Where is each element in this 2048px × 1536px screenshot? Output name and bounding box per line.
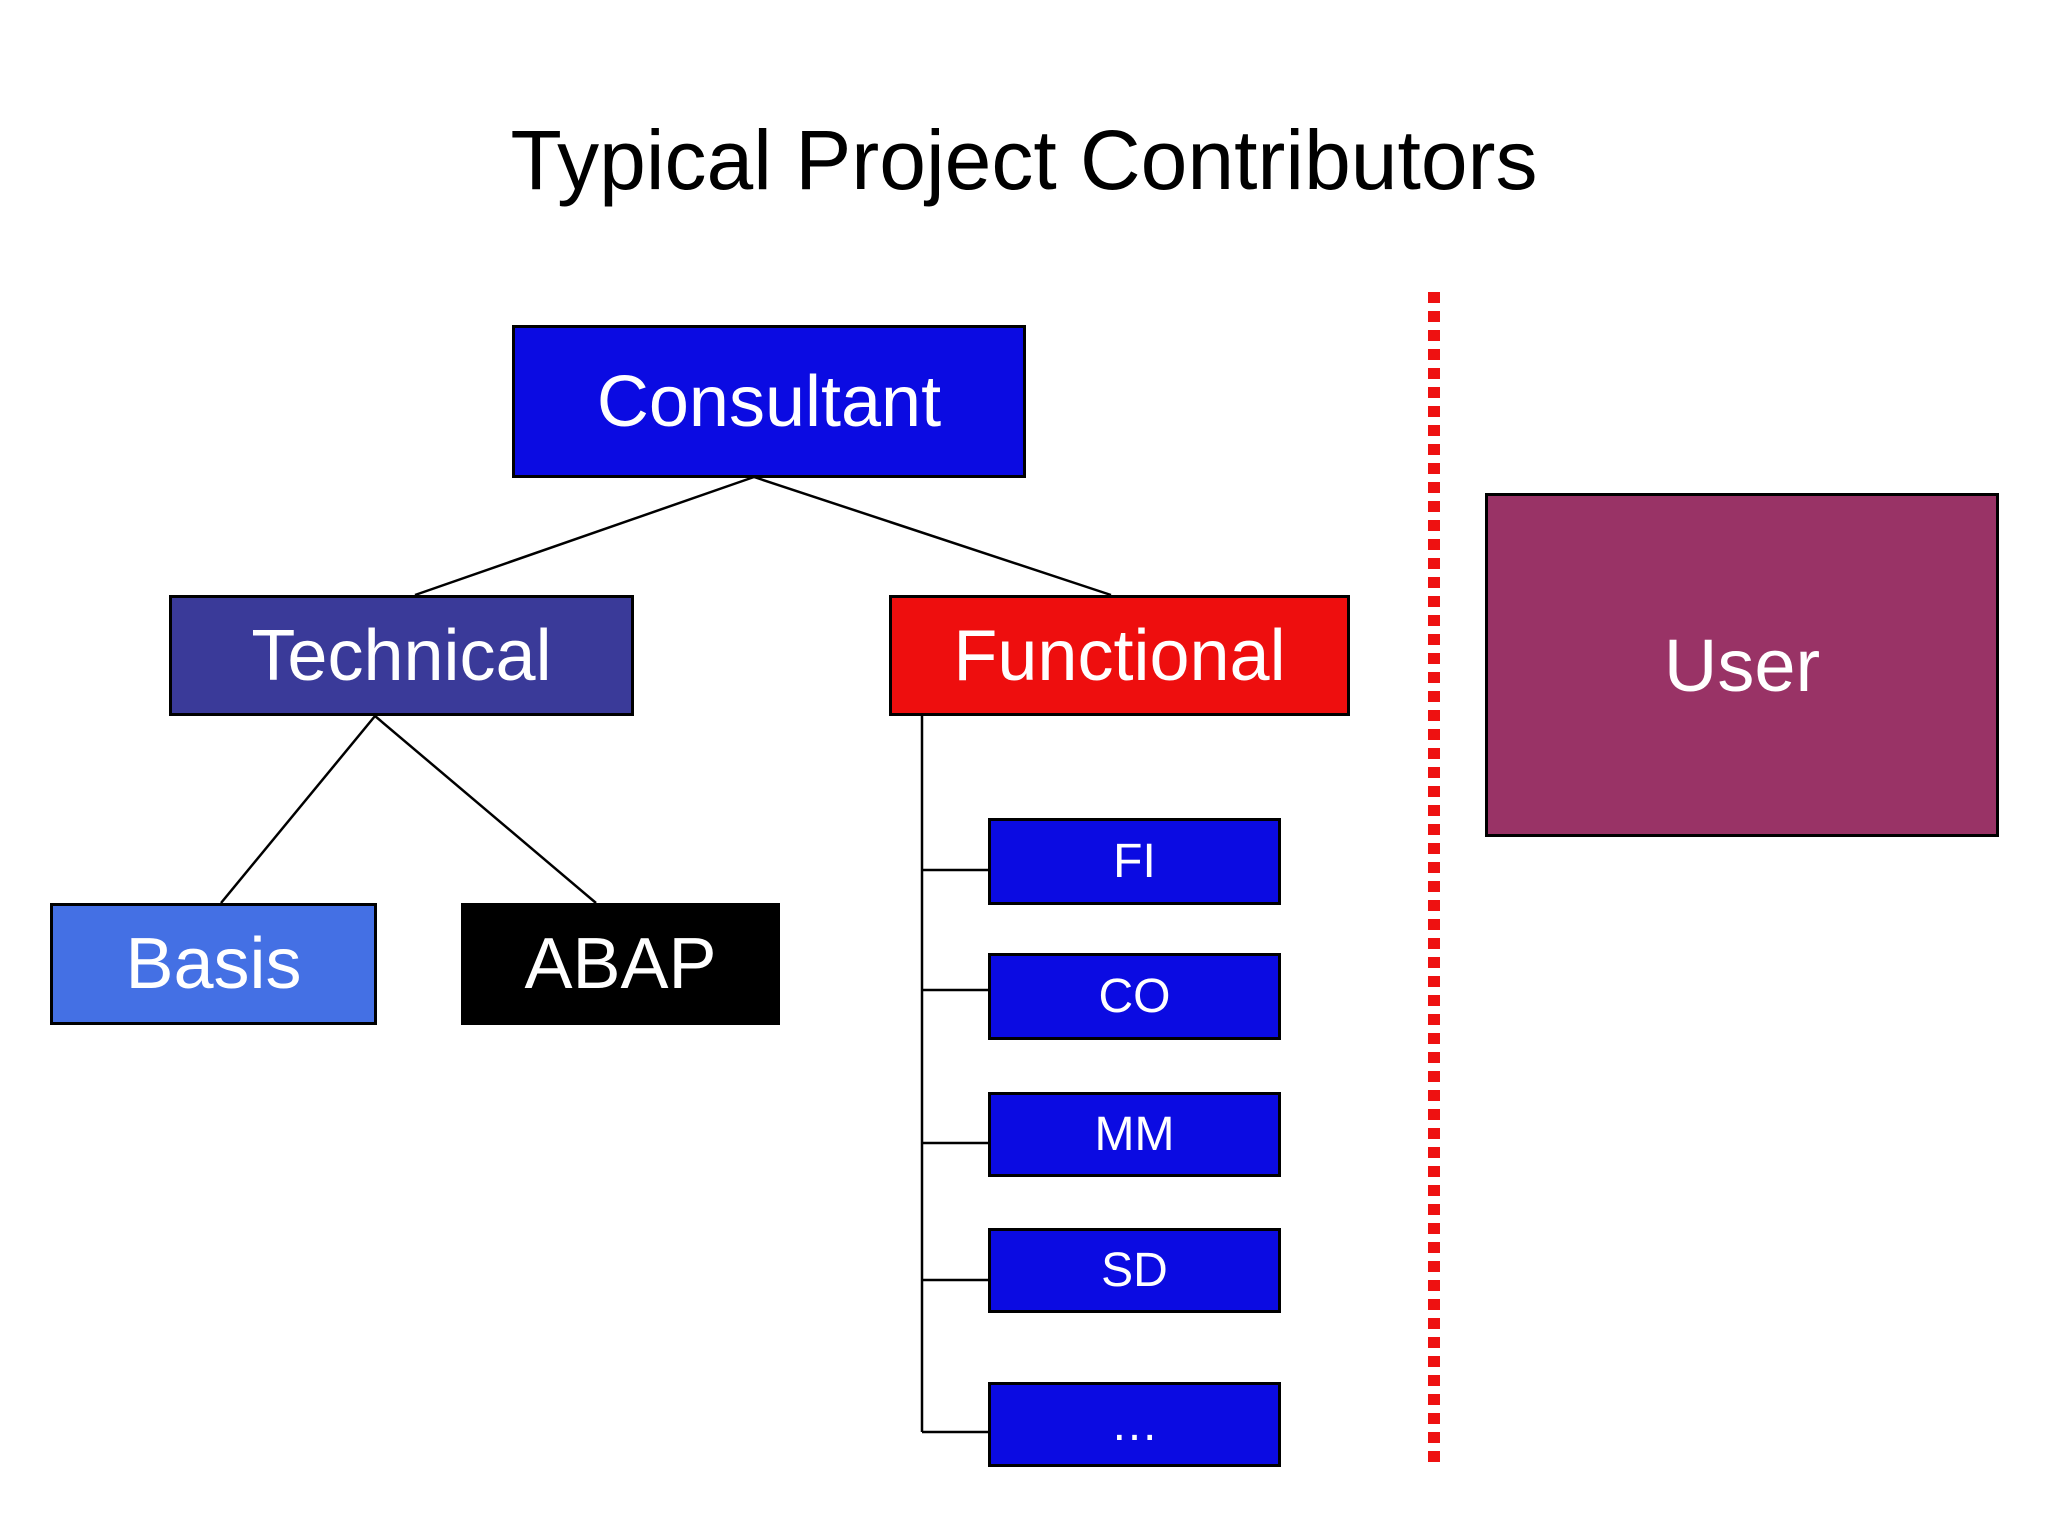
node-co: CO [988,953,1281,1040]
node-consultant: Consultant [512,325,1026,478]
page-title: Typical Project Contributors [510,113,1538,207]
node-basis: Basis [50,903,377,1025]
node-mm: MM [988,1092,1281,1177]
node-fi: FI [988,818,1281,905]
node-functional: Functional [889,595,1350,716]
node-sd: SD [988,1228,1281,1313]
node-ellipsis: … [988,1382,1281,1467]
node-technical: Technical [169,595,634,716]
node-abap: ABAP [461,903,780,1025]
divider-dotted-line [1428,292,1440,1467]
node-user: User [1485,493,1999,837]
